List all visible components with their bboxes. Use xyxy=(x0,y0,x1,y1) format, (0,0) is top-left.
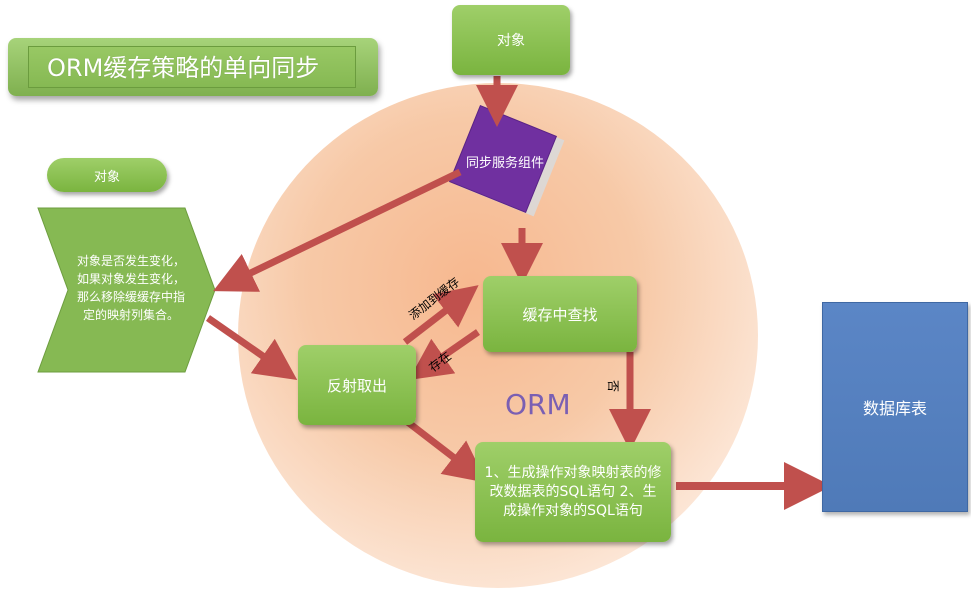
page-title: ORM缓存策略的单向同步 xyxy=(28,46,356,88)
object-left-pill: 对象 xyxy=(47,158,167,192)
title-banner: ORM缓存策略的单向同步 xyxy=(8,38,378,96)
arrow-chevron-to-reflect xyxy=(206,315,298,380)
arrow-label-no: 否 xyxy=(606,380,620,393)
sync-component-shape xyxy=(448,104,565,217)
generate-sql-box: 1、生成操作对象映射表的修改数据表的SQL语句 2、生成操作对象的SQL语句 xyxy=(475,442,671,542)
sync-component-label: 同步服务组件 xyxy=(465,156,544,171)
cache-lookup-label: 缓存中查找 xyxy=(522,305,598,324)
object-left-label: 对象 xyxy=(93,169,120,185)
database-table-label: 数据库表 xyxy=(862,399,927,418)
arrow-cache-to-reflect xyxy=(408,329,480,380)
generate-sql-label: 1、生成操作对象映射表的修改数据表的SQL语句 2、生成操作对象的SQL语句 xyxy=(484,464,662,519)
reflect-fetch-box: 反射取出 xyxy=(298,345,416,425)
cache-lookup-box: 缓存中查找 xyxy=(483,276,637,352)
arrow-sync-to-chevron xyxy=(213,168,462,292)
orm-label: ORM xyxy=(505,388,571,421)
arrow-reflect-to-sql xyxy=(402,417,487,483)
object-top-label: 对象 xyxy=(497,33,525,49)
arrow-reflect-to-cache xyxy=(402,285,479,345)
reflect-fetch-label: 反射取出 xyxy=(326,376,387,395)
chevron-text: 对象是否发生变化，如果对象发生变化，那么移除缓缓存中指定的映射列集合。 xyxy=(76,254,185,322)
object-top-box: 对象 xyxy=(452,5,570,75)
database-table-box: 数据库表 xyxy=(822,302,968,512)
left-chevron-shape xyxy=(37,207,216,373)
